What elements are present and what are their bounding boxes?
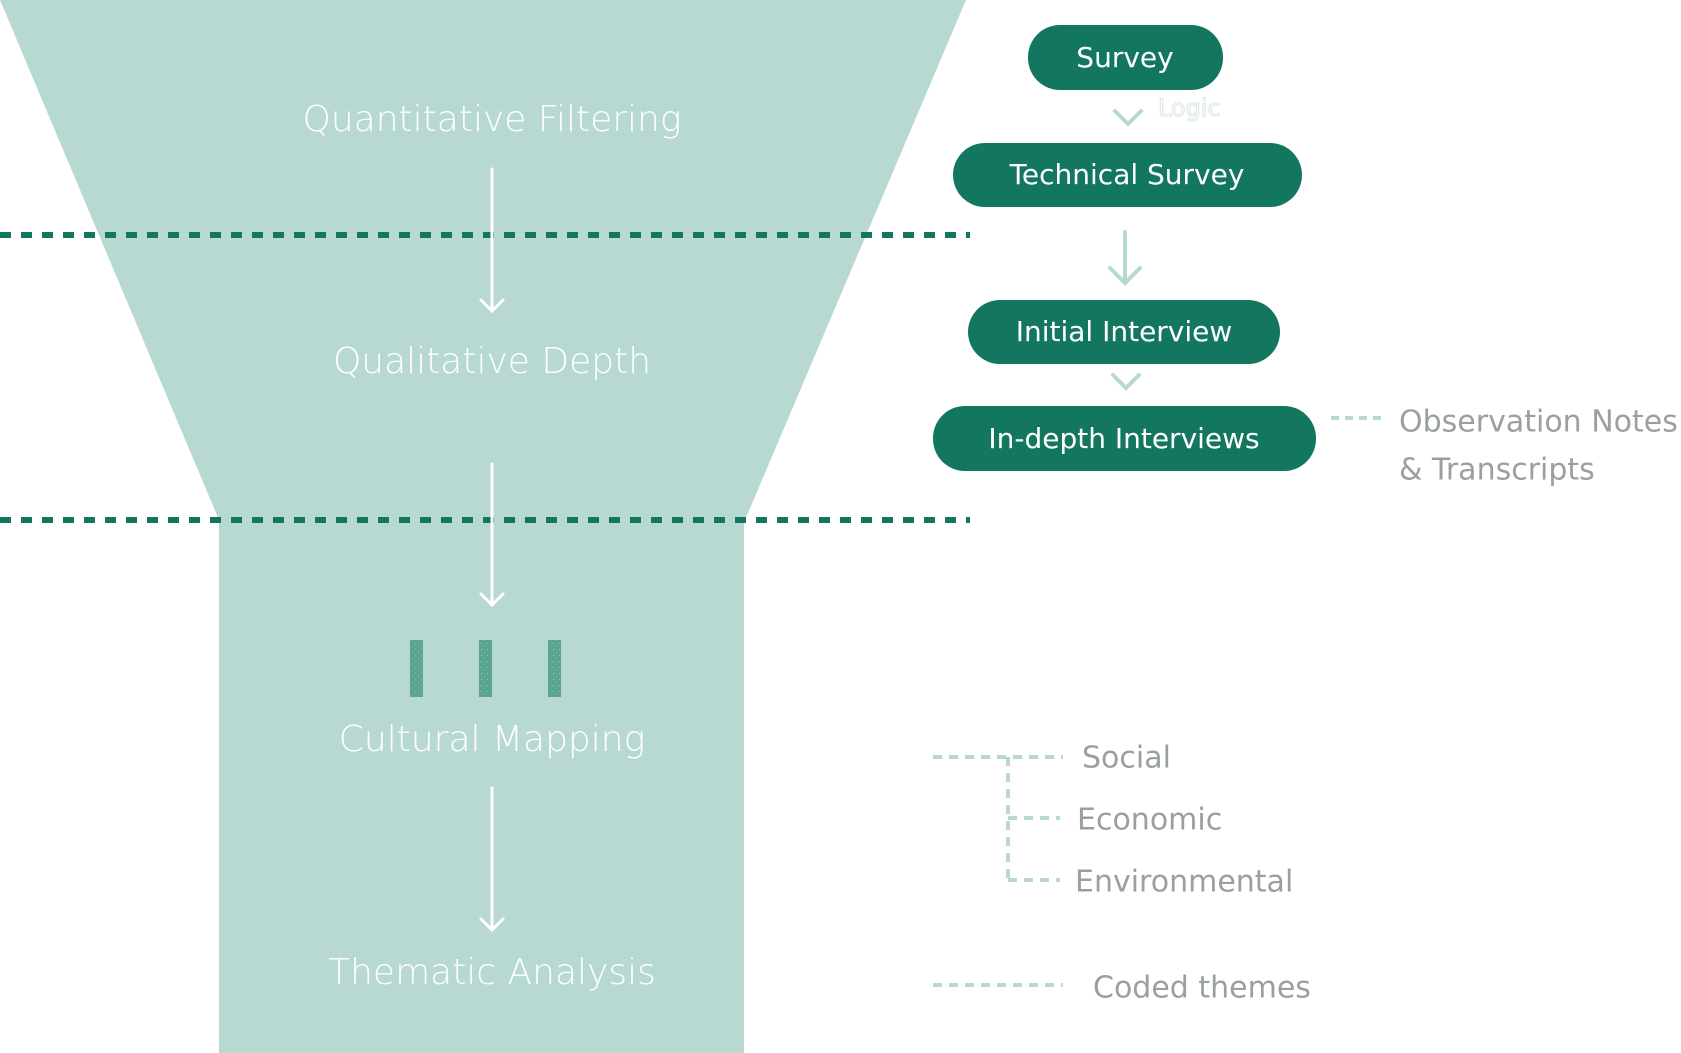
theme-social: Social xyxy=(1082,741,1171,776)
bar-marker xyxy=(479,640,492,697)
arrow-down-icon xyxy=(1108,230,1142,286)
stage-label-qualitative-depth: Qualitative Depth xyxy=(333,341,651,382)
stage-label-quantitative-filtering: Quantitative Filtering xyxy=(303,99,682,140)
arrow-down-icon xyxy=(479,167,505,314)
flow-step-initial-interview: Initial Interview xyxy=(968,300,1280,364)
flow-step-in-depth-interviews: In-depth Interviews xyxy=(933,406,1316,471)
logic-label: Logic xyxy=(1158,94,1221,122)
theme-economic: Economic xyxy=(1077,803,1222,838)
theme-environmental: Environmental xyxy=(1075,865,1293,900)
stage-label-cultural-mapping: Cultural Mapping xyxy=(339,719,645,760)
themes-tree xyxy=(933,755,1063,882)
funnel-stem xyxy=(219,519,744,1053)
chevron-down-icon xyxy=(1111,373,1141,391)
arrow-down-icon xyxy=(479,786,505,933)
svg-text:Technical Survey: Technical Survey xyxy=(1009,158,1245,191)
flow-step-survey: Survey xyxy=(1028,25,1223,90)
stage-label-thematic-analysis: Thematic Analysis xyxy=(328,952,656,993)
coded-themes-label: Coded themes xyxy=(1093,971,1311,1006)
bar-marker xyxy=(410,640,423,697)
bar-marker xyxy=(548,640,561,697)
arrow-down-icon xyxy=(479,462,505,608)
observation-notes-label: Observation Notes xyxy=(1399,405,1678,440)
flow-step-technical-survey: Technical Survey xyxy=(953,143,1302,207)
funnel-top-trapezoid xyxy=(0,0,966,520)
transcripts-label: & Transcripts xyxy=(1399,453,1595,488)
svg-text:Survey: Survey xyxy=(1076,41,1173,74)
chevron-down-icon xyxy=(1113,109,1143,127)
svg-text:Initial Interview: Initial Interview xyxy=(1016,315,1233,348)
svg-text:In-depth Interviews: In-depth Interviews xyxy=(988,422,1259,455)
